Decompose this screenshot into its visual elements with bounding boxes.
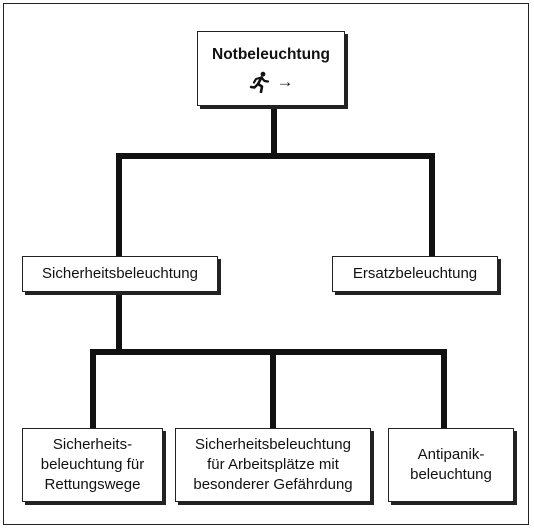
sicherheitsbeleuchtung-label: Sicherheitsbeleuchtung [42, 265, 198, 282]
rettungswege-box: Sicherheits- beleuchtung für Rettungsweg… [22, 428, 163, 502]
ersatzbeleuchtung-box: Ersatzbeleuchtung [332, 256, 498, 292]
running-man-exit-icon [249, 71, 269, 93]
ersatzbeleuchtung-label: Ersatzbeleuchtung [352, 265, 478, 282]
antipanik-label: Antipanik- beleuchtung [410, 446, 492, 483]
arbeitsplaetze-label: Sicherheitsbeleuchtung für Arbeitsplätze… [193, 436, 353, 493]
notbeleuchtung-box: Notbeleuchtung → [197, 31, 345, 106]
sicherheitsbeleuchtung-box: Sicherheitsbeleuchtung [22, 256, 218, 292]
notbeleuchtung-label: Notbeleuchtung [212, 45, 330, 63]
arrow-icon: → [276, 71, 294, 91]
exit-symbol: → [249, 71, 294, 93]
diagram-frame [3, 3, 529, 525]
rettungswege-label: Sicherheits- beleuchtung für Rettungsweg… [40, 436, 145, 493]
arbeitsplaetze-box: Sicherheitsbeleuchtung für Arbeitsplätze… [175, 428, 371, 502]
antipanik-box: Antipanik- beleuchtung [388, 428, 514, 502]
